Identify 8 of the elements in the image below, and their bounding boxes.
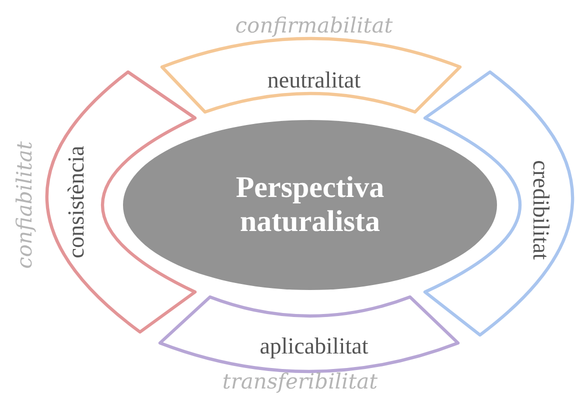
criterion-label: confirmabilitat [235, 16, 393, 36]
band-label: consistència [64, 146, 88, 258]
band-label: aplicabilitat [260, 334, 368, 358]
criterion-label: confiabilitat [14, 141, 36, 269]
node-title: Perspectiva naturalista [234, 170, 386, 240]
band-label: credibilitat [530, 160, 552, 260]
band-label: neutralitat [267, 68, 361, 92]
criterion-label: transferibilitat [222, 372, 378, 392]
